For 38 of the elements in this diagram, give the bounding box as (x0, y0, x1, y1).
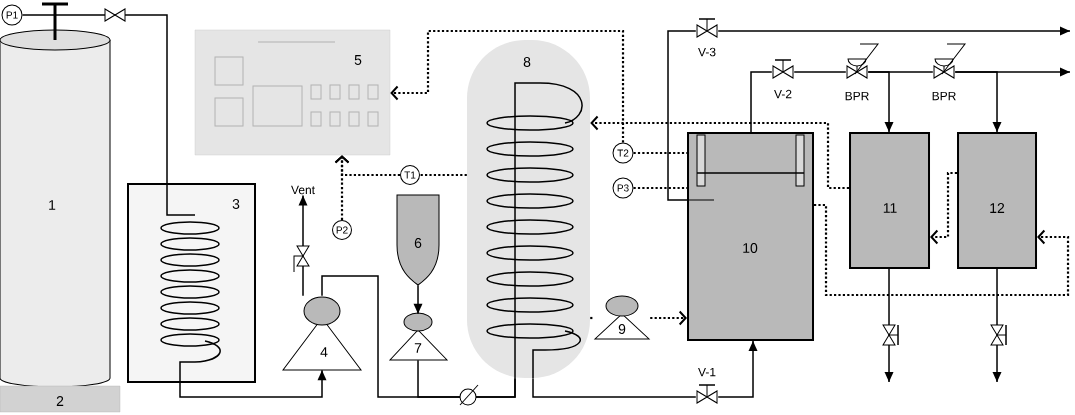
vent-label: Vent (291, 185, 315, 195)
number-label: 11 (883, 203, 897, 213)
pipe-arrow (717, 340, 758, 398)
signal-arrow (590, 115, 849, 190)
pipe-arrow (884, 268, 894, 383)
signal-line (633, 186, 687, 190)
number-label: 6 (414, 238, 422, 248)
pipe-line (867, 71, 934, 73)
signal-line (590, 316, 594, 320)
number-label: 5 (354, 55, 362, 65)
number-label: 8 (523, 57, 531, 67)
pipe-arrow (992, 268, 1002, 383)
number-label: 2 (56, 396, 64, 406)
pipe-line (21, 14, 56, 32)
pipe-arrow (954, 67, 1071, 77)
signal-arrow (334, 155, 400, 177)
pipe-arrow (298, 194, 308, 297)
valve-label: V-3 (698, 47, 716, 57)
valve-label: V-2 (774, 89, 792, 99)
pipe-line (417, 359, 516, 398)
signal-line (633, 151, 687, 155)
valve-label: BPR (932, 91, 956, 101)
signal-arrow (390, 29, 625, 143)
pipe-arrow (179, 369, 327, 398)
pipe-arrow (413, 284, 423, 315)
pipe-line (667, 30, 697, 201)
pipe-line (532, 377, 697, 398)
valve-label: BPR (845, 91, 869, 101)
pipe-arrow (717, 26, 1071, 36)
pipe-line (793, 71, 847, 73)
number-label: 12 (990, 203, 1005, 213)
valve-label: V-1 (698, 367, 716, 377)
number-label: 3 (232, 199, 240, 209)
signal-arrow (930, 171, 957, 245)
signal-arrow (814, 203, 1070, 297)
number-label: 10 (743, 243, 758, 253)
signal-line (420, 173, 467, 177)
pipe-line (750, 71, 773, 133)
